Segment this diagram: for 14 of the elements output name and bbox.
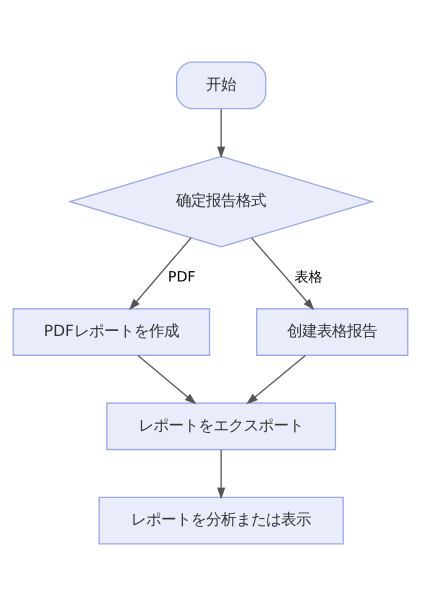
arrow: [217, 109, 226, 158]
edge-label: PDF: [168, 269, 196, 286]
node-box: レポートをエクスポート: [106, 402, 336, 450]
node-box: 开始: [176, 62, 266, 110]
arrow: [251, 237, 314, 310]
node-diamond: 确定报告格式: [68, 156, 374, 248]
node-box: レポートを分析または表示: [98, 496, 344, 544]
edge-label: 表格: [294, 269, 322, 286]
node-box: PDFレポートを作成: [12, 308, 210, 356]
arrow: [246, 355, 306, 404]
arrow: [217, 450, 226, 500]
arrow: [138, 355, 196, 404]
node-box: 创建表格报告: [256, 308, 408, 356]
arrow: [129, 237, 192, 310]
